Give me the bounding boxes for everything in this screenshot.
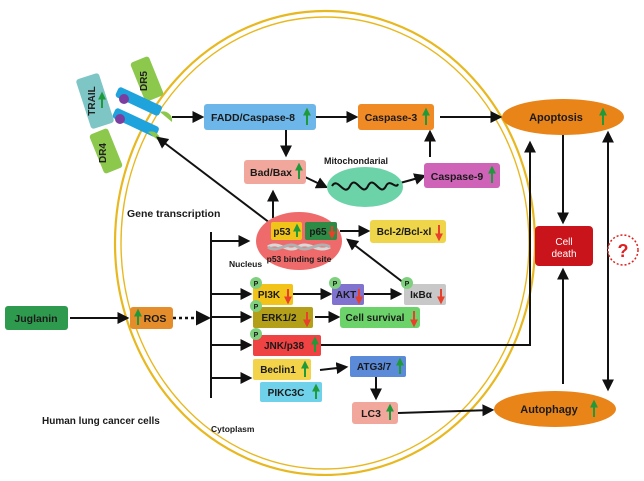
caspase3-node: Caspase-3	[358, 104, 434, 130]
caspase9-label: Caspase-9	[431, 171, 484, 183]
ikba-phospho: P	[405, 281, 410, 288]
nucleus-label: Nucleus	[229, 259, 262, 269]
dr4-receptor: DR4	[89, 128, 123, 174]
autophagy-node: Autophagy	[494, 391, 616, 427]
nucleus: p53 p65 p53 binding site	[256, 212, 342, 270]
jnk-node: JNK/p38 P	[250, 328, 321, 356]
beclin1-label: Beclin1	[260, 365, 296, 376]
apoptosis-node: Apoptosis	[502, 99, 624, 135]
erk-phospho: P	[254, 304, 259, 311]
cytoplasm-label: Cytoplasm	[211, 424, 255, 434]
p65-label: p65	[309, 227, 327, 238]
arrows	[70, 111, 614, 417]
receptor-complex	[112, 87, 173, 142]
caspase3-label: Caspase-3	[365, 112, 418, 124]
question-mark: ?	[618, 241, 629, 261]
svg-text:DR4: DR4	[98, 143, 109, 163]
autophagy-label: Autophagy	[520, 404, 578, 416]
bcl2-node: Bcl-2/Bcl-xl	[370, 220, 446, 243]
jnk-phospho: P	[254, 332, 259, 339]
beclin1-node: Beclin1	[253, 359, 311, 380]
jnk-label: JNK/p38	[264, 341, 304, 352]
erk-node: ERK1/2 P	[250, 300, 313, 328]
erk-label: ERK1/2	[261, 313, 296, 324]
juglanin-label: Juglanin	[14, 313, 57, 325]
svg-text:TRAIL: TRAIL	[87, 86, 98, 115]
apoptosis-label: Apoptosis	[529, 112, 583, 124]
cell-survival-label: Cell survival	[346, 313, 405, 324]
ikba-label: IκBα	[410, 290, 433, 301]
bad-bax-node: Bad/Bax	[244, 160, 306, 184]
ros-node: ROS	[130, 307, 173, 329]
mitochondrial-label: Mitochondarial	[324, 156, 388, 166]
dr5-receptor: DR5	[130, 56, 164, 102]
gene-transcription-label: Gene transcription	[127, 208, 220, 220]
pik3c3-label: PIKC3C	[268, 388, 305, 399]
lc3-label: LC3	[361, 408, 381, 420]
bcl2-label: Bcl-2/Bcl-xl	[377, 227, 432, 238]
trail-receptor: TRAIL	[76, 73, 114, 129]
ros-label: ROS	[144, 313, 167, 325]
dr5-label: DR5	[139, 71, 150, 91]
p53-binding-site-label: p53 binding site	[267, 254, 332, 264]
p53-label: p53	[273, 227, 291, 238]
pi3k-label: PI3K	[258, 290, 281, 301]
lc3-node: LC3	[352, 402, 398, 424]
atg-label: ATG3/7	[357, 362, 392, 373]
dr4-label: DR4	[98, 143, 109, 163]
unknown-link-marker: ?	[607, 234, 639, 266]
fadd-caspase8-node: FADD/Caspase-8	[204, 104, 316, 130]
fadd-label: FADD/Caspase-8	[211, 112, 295, 124]
pi3k-phospho: P	[254, 281, 259, 288]
cell-type-label: Human lung cancer cells	[42, 416, 160, 427]
svg-text:DR5: DR5	[139, 71, 150, 91]
pi3k-node: PI3K P	[250, 277, 293, 305]
akt-label: AKT	[336, 290, 357, 301]
cell-survival-node: Cell survival	[340, 307, 420, 328]
trail-label: TRAIL	[87, 86, 98, 115]
juglanin-node: Juglanin	[5, 306, 68, 330]
mitochondrion-node: Mitochondarial	[324, 156, 403, 207]
pik3c3-node: PIKC3C	[260, 382, 322, 402]
atg-node: ATG3/7	[350, 356, 406, 377]
caspase9-node: Caspase-9	[424, 163, 500, 188]
akt-node: AKT P	[329, 277, 364, 305]
ikba-node: IκBα P	[401, 277, 446, 305]
bad-bax-label: Bad/Bax	[250, 167, 292, 179]
akt-phospho: P	[333, 281, 338, 288]
